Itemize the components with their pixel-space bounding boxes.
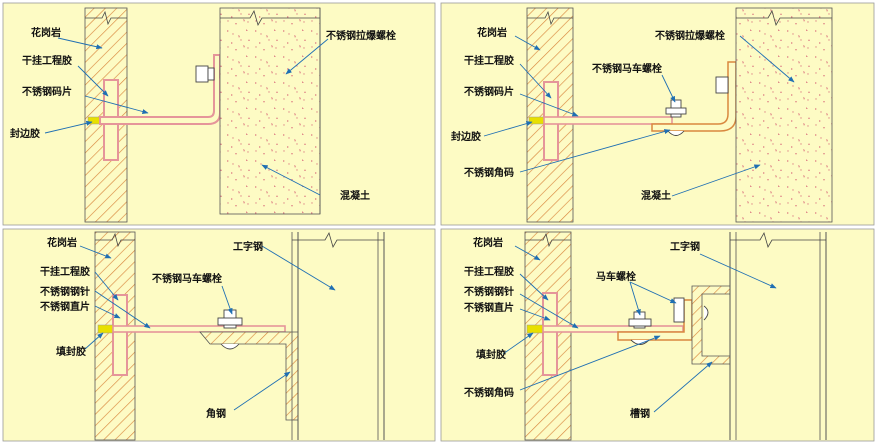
break-mark xyxy=(527,10,573,26)
concrete-wall xyxy=(219,7,321,215)
label-steel-plate: 不锈钢码片 xyxy=(464,85,514,98)
label-adhesive: 干挂工程胶 xyxy=(22,54,72,67)
leader-line xyxy=(519,308,551,321)
label-granite: 花岗岩 xyxy=(477,26,507,39)
edge-glue xyxy=(528,116,545,125)
label-straight-plate: 不锈钢直片 xyxy=(464,301,514,314)
leader-line xyxy=(514,245,541,261)
leader-line xyxy=(519,129,671,173)
leader-line xyxy=(44,120,93,134)
concrete-wall xyxy=(735,7,833,223)
leader-line xyxy=(699,253,777,289)
leader-line xyxy=(519,93,579,117)
sealant xyxy=(97,324,114,334)
label-steel-plate: 不锈钢码片 xyxy=(22,85,72,98)
leader-line xyxy=(77,65,109,97)
label-concrete: 混凝土 xyxy=(340,189,370,202)
break-mark xyxy=(95,232,135,248)
break-mark xyxy=(736,9,832,27)
label-sealant: 填封胶 xyxy=(476,348,506,361)
break-mark xyxy=(85,10,127,26)
carriage-bolt xyxy=(217,309,243,350)
leader-line xyxy=(84,332,104,350)
leader-line xyxy=(661,74,676,103)
panel-bottom-right: 花岗岩 干挂工程胶 不锈钢钢针 不锈钢直片 填封胶 马车螺栓 不锈钢角码 工字钢… xyxy=(440,228,875,442)
leader-line xyxy=(519,63,552,99)
leader-line xyxy=(483,121,533,137)
leader-line xyxy=(79,245,112,259)
label-granite: 花岗岩 xyxy=(473,236,503,249)
label-straight-plate: 不锈钢直片 xyxy=(40,300,90,313)
leader-line xyxy=(653,361,713,413)
leader-line xyxy=(94,305,121,319)
label-expansion-bolt: 不锈钢拉爆螺栓 xyxy=(326,29,396,42)
leader-line xyxy=(94,290,151,329)
leader-line xyxy=(84,95,149,114)
label-channel-steel: 槽钢 xyxy=(630,407,650,420)
break-mark xyxy=(525,232,571,248)
leader-line xyxy=(261,245,336,291)
panel-top-left: 花岗岩 干挂工程胶 不锈钢码片 封边胶 不锈钢拉爆螺栓 混凝土 xyxy=(2,2,436,226)
label-carriage-bolt: 马车螺栓 xyxy=(596,270,636,283)
label-i-beam: 工字钢 xyxy=(233,240,263,253)
steel-pin-arm xyxy=(112,325,286,333)
leader-line xyxy=(57,37,103,50)
i-beam xyxy=(729,231,827,440)
steel-plate-arm xyxy=(543,116,673,125)
panel-top-right: 花岗岩 干挂工程胶 不锈钢码片 封边胶 不锈钢角码 不锈钢马车螺栓 不锈钢拉爆螺… xyxy=(440,2,875,226)
straight-plate xyxy=(542,292,558,376)
leader-line xyxy=(519,335,661,391)
label-steel-pin: 不锈钢钢针 xyxy=(464,285,514,298)
leader-line xyxy=(671,164,761,197)
leader-line xyxy=(519,273,549,301)
label-edge-glue: 封边胶 xyxy=(451,130,481,143)
label-sealant: 填封胶 xyxy=(56,345,86,358)
leader-line xyxy=(629,281,641,316)
leader-line xyxy=(629,281,677,304)
leader-line xyxy=(94,271,119,301)
label-angle-bracket: 不锈钢角码 xyxy=(464,386,514,399)
steel-pin-arm xyxy=(542,325,684,333)
leader-line xyxy=(502,332,534,355)
panel-bottom-left: 花岗岩 干挂工程胶 不锈钢钢针 不锈钢直片 填封胶 不锈钢马车螺栓 工字钢 角钢 xyxy=(2,228,436,442)
leader-line xyxy=(739,35,795,83)
label-i-beam: 工字钢 xyxy=(670,240,700,253)
label-steel-pin: 不锈钢钢针 xyxy=(40,285,90,298)
label-granite: 花岗岩 xyxy=(47,236,77,249)
i-beam xyxy=(291,231,385,440)
label-adhesive: 干挂工程胶 xyxy=(464,265,514,278)
leader-line xyxy=(261,164,321,196)
break-mark xyxy=(220,9,320,27)
label-edge-glue: 封边胶 xyxy=(10,127,40,140)
carriage-bolt xyxy=(628,297,709,345)
label-granite: 花岗岩 xyxy=(31,26,61,39)
leader-line xyxy=(519,293,579,329)
label-adhesive: 干挂工程胶 xyxy=(464,54,514,67)
label-concrete: 混凝土 xyxy=(641,189,671,202)
leader-line xyxy=(285,38,329,75)
carriage-bolt xyxy=(665,99,687,136)
straight-plate xyxy=(112,294,128,376)
leader-line xyxy=(233,371,291,411)
sealant xyxy=(526,324,544,334)
leader-line xyxy=(221,285,233,315)
label-angle-bracket: 不锈钢角码 xyxy=(464,166,514,179)
leader-line xyxy=(514,35,541,51)
label-angle-steel: 角钢 xyxy=(206,407,226,420)
label-carriage-bolt: 不锈钢马车螺栓 xyxy=(592,62,662,75)
label-expansion-bolt: 不锈钢拉爆螺栓 xyxy=(655,29,725,42)
label-carriage-bolt: 不锈钢马车螺栓 xyxy=(152,272,222,285)
label-adhesive: 干挂工程胶 xyxy=(40,265,90,278)
